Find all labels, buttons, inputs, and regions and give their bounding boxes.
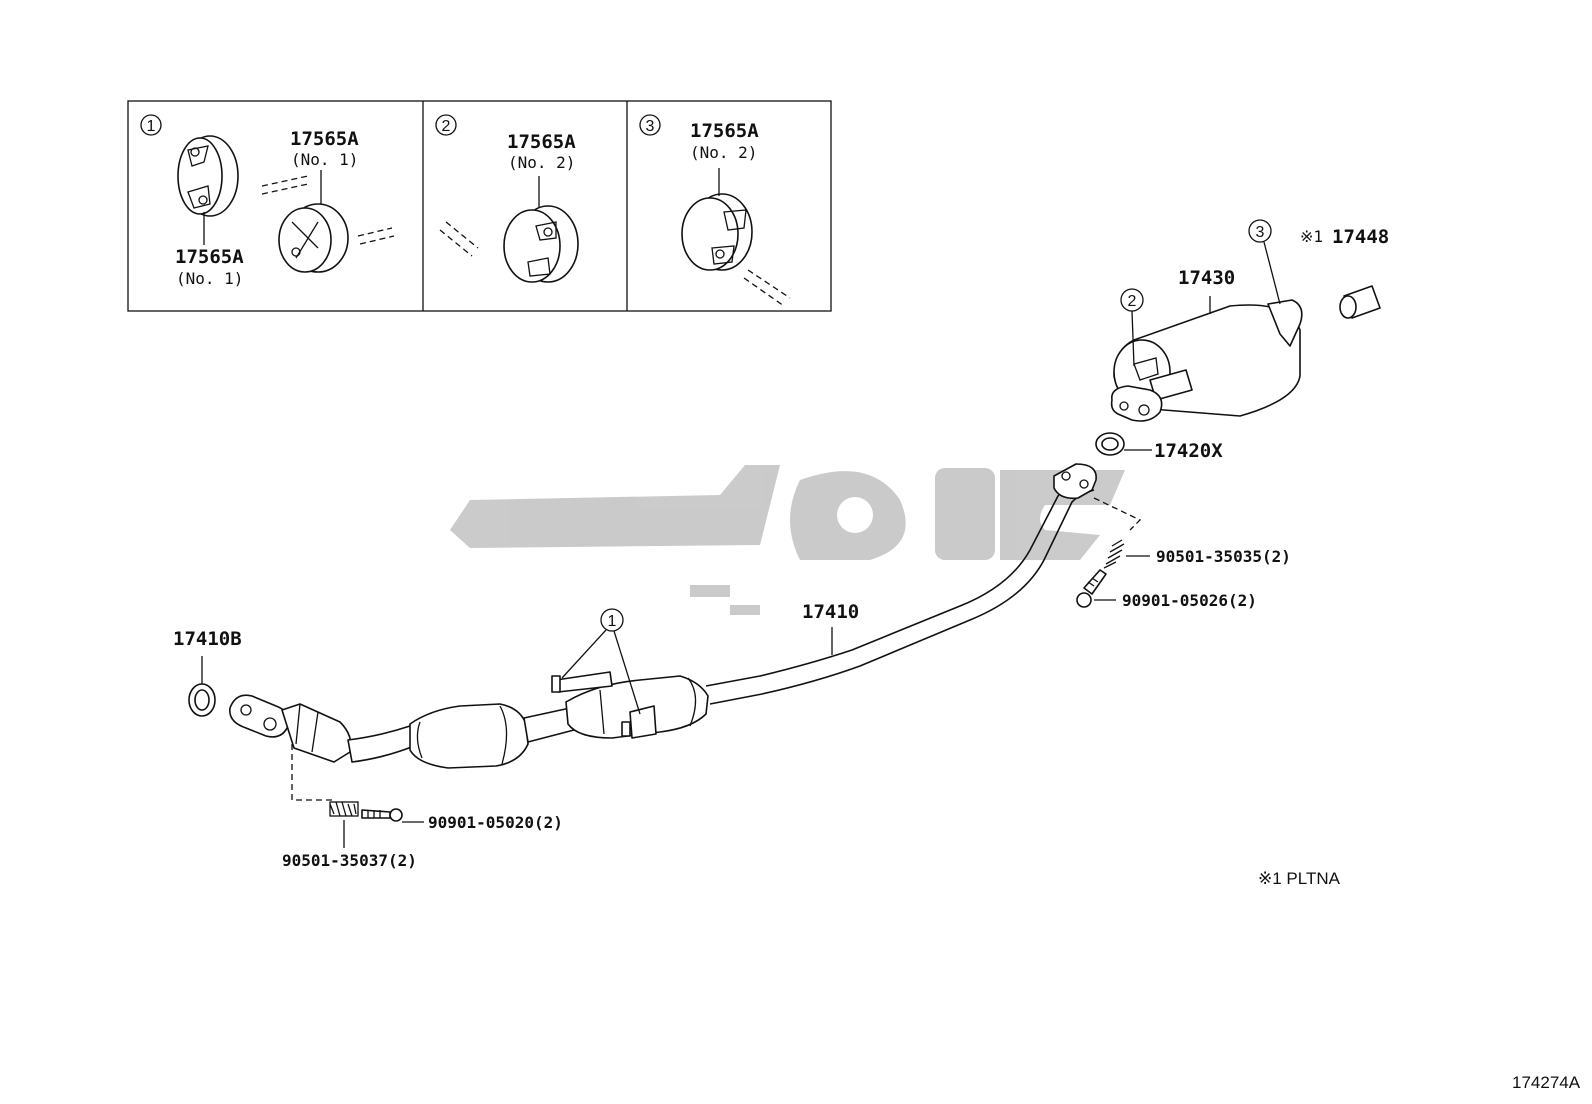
pipe-hanger-marker-text: 1 [608, 613, 617, 630]
tail-gasket-label: 17420X [1154, 440, 1223, 462]
inset-3: 3 17565A (No. 2) [639, 114, 791, 307]
inset-1-upper-variant: (No. 1) [291, 150, 358, 169]
watermark-logo [450, 465, 1125, 615]
front-gasket-label: 17410B [173, 628, 242, 650]
spring-icon [1103, 539, 1125, 569]
bolt-icon [1076, 569, 1107, 608]
tail-gasket: 17420X [1095, 432, 1223, 462]
inset-1-upper-part: 17565A [290, 128, 359, 150]
inset-frame [127, 100, 832, 312]
rubber-hanger-icon [278, 203, 349, 273]
spring-front-label: 90501-35037(2) [282, 851, 417, 870]
footnote: ※1 PLTNA [1258, 869, 1341, 888]
muffler-hanger-marker-2: 2 [1120, 288, 1144, 367]
muffler-hanger-marker-3-text: 3 [1256, 224, 1265, 241]
inset-2-marker: 2 [442, 118, 451, 135]
inset-3-marker: 3 [646, 118, 655, 135]
bolt-rear-label: 90901-05026(2) [1122, 591, 1257, 610]
inset-3-part: 17565A [690, 120, 759, 142]
muffler: 17430 [1110, 267, 1303, 422]
pipe-hanger-marker: 1 [561, 608, 641, 715]
inset-3-variant: (No. 2) [690, 143, 757, 162]
spring-rear-label: 90501-35035(2) [1156, 547, 1291, 566]
tail-tip-prefix: ※1 [1300, 227, 1323, 246]
exhaust-pipe-callout: 17410 [802, 601, 859, 655]
tail-tip-label: 17448 [1332, 226, 1389, 248]
figure-id: 174274A [1512, 1073, 1581, 1092]
bolt-icon [361, 808, 403, 822]
exhaust-pipe-assembly [229, 463, 1097, 769]
muffler-label: 17430 [1178, 267, 1235, 289]
inset-1-lower-variant: (No. 1) [176, 269, 243, 288]
inset-1-marker: 1 [147, 118, 156, 135]
rubber-hanger-icon [177, 135, 239, 217]
inset-2: 2 17565A (No. 2) [435, 114, 579, 283]
inset-2-part: 17565A [507, 131, 576, 153]
bolt-front-label: 90901-05020(2) [428, 813, 563, 832]
rear-fasteners: 90501-35035(2) 90901-05026(2) [1076, 497, 1291, 610]
rubber-hanger-icon [503, 205, 579, 283]
muffler-hanger-marker-3: 3 [1248, 219, 1281, 305]
spring-icon [329, 801, 359, 817]
front-gasket: 17410B [173, 628, 242, 717]
inset-2-variant: (No. 2) [508, 153, 575, 172]
tail-tip: ※1 17448 [1300, 226, 1389, 319]
rubber-hanger-icon [681, 193, 753, 271]
exhaust-pipe-label: 17410 [802, 601, 859, 623]
inset-1: 1 17565A (No. 1) 17565A (No. 1) [140, 114, 395, 288]
inset-1-lower-part: 17565A [175, 246, 244, 268]
front-fasteners: 90901-05020(2) 90501-35037(2) [282, 744, 563, 870]
muffler-hanger-marker-2-text: 2 [1128, 293, 1137, 310]
